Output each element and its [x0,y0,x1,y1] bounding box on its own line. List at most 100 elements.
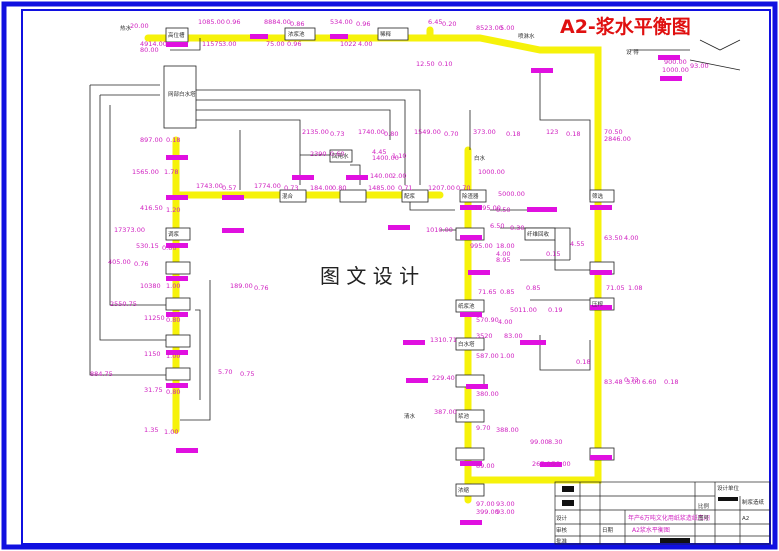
flow-label: 0.70 [456,184,470,192]
node-label: 浓浆池 [288,30,305,38]
flow-label: 0.20 [442,20,456,28]
flow-label: 4.00 [624,234,638,242]
flow-label: 0.10 [438,60,452,68]
flow-label: 1400.00 [372,154,399,162]
flow-label: 587.00 [476,352,499,360]
flow-label: 17373.00 [114,226,145,234]
flow-label: 8.95 [496,256,510,264]
flow-label: 184.00 [310,184,333,192]
flow-label: 0.96 [356,20,370,28]
flow-label: 897.00 [140,136,163,144]
flow-label: 884.75 [90,370,113,378]
flow-label: 93.00 [552,460,571,468]
legend-label: 设 得 [626,48,639,56]
flow-label: 1774.00 [254,182,281,190]
flow-label: 31.75 [144,386,163,394]
flow-label: 1743.00 [196,182,223,190]
flow-label: 4.45 [372,148,386,156]
flow-label: 0.96 [226,18,240,26]
flow-label: 70.50 [604,128,623,136]
flow-label: 4.55 [570,240,584,248]
flow-label: 3.00 [626,378,640,386]
flow-label: 0.73 [624,376,638,384]
flow-label: 11575 [202,40,223,48]
flow-label: 1.10 [392,152,406,160]
process-boxes [163,27,615,497]
flow-label: 1022 [340,40,357,48]
flow-label: 267.00 [532,460,555,468]
diagram-title: A2-浆水平衡图 [560,15,691,38]
flow-label: 71.05 [606,284,625,292]
flow-label: 1.20 [166,206,180,214]
flow-label: 10380 [140,282,161,290]
node-label: 浆池 [458,412,470,420]
flow-label: 123 [546,128,558,136]
flow-label: 20.00 [130,22,149,30]
node-label: 筛选 [592,192,604,200]
flow-label: 83.48 [604,378,623,386]
flow-label: 1740.00 [358,128,385,136]
title-block-text: 设计 审核 批准 日期 年产6万吨文化用纸浆造纸车间 A2浆水平衡图 比例 图号… [556,484,765,545]
flow-label: 0.18 [166,136,180,144]
node-label: 纤维回收 [527,230,550,238]
flow-label: 0.73 [284,184,298,192]
flow-label: 1000.00 [478,168,505,176]
flow-label: 2135.00 [302,128,329,136]
node-label: 白水 [474,154,486,162]
flow-label: 4914.00 [140,40,167,48]
flow-label: 1.00 [166,352,180,360]
flow-label: 83.00 [504,332,523,340]
flow-label: 0.71 [398,184,412,192]
legend: 设 得 900.00 93.00 1000.00 [626,48,709,74]
flow-label: 1.08 [628,284,642,292]
flow-label: 1085.00 [198,18,225,26]
tb-designer: 设计 [556,514,568,522]
flow-label: 4.00 [498,318,512,326]
flow-label: 9.70 [476,424,490,432]
flow-label: 0.80 [166,388,180,396]
flow-label: 1.78 [164,168,178,176]
flow-label: 0.18 [506,130,520,138]
flow-label: 97.00 [476,500,495,508]
flow-markers [166,34,682,525]
flow-label: 0.70 [444,130,458,138]
flow-label: 2.00 [392,172,406,180]
flow-label: 0.96 [287,40,301,48]
flow-label: 534.00 [330,18,353,26]
flow-label: 0.75 [240,370,254,378]
flow-label: 2846.00 [604,135,631,143]
node-label: 热水 [120,24,132,32]
flow-label: 1095.00 [474,204,501,212]
flow-label: 530.15 [136,242,159,250]
node-label: 网部白水塔 [168,90,196,98]
flow-label: 6.45 [428,18,442,26]
flow-label: 189.00 [230,282,253,290]
main-flow-lines [144,26,602,504]
flow-label: 0.76 [134,260,148,268]
node-label: 调浆 [168,230,180,238]
flow-label: 0.50 [496,206,510,214]
flow-label: 416.50 [140,204,163,212]
tb-org: 设计单位 [717,484,740,492]
flow-label: 63.50 [604,234,623,242]
tb-scale: 比例 [698,502,710,510]
flow-label: 5000.00 [498,190,525,198]
tb-approve: 批准 [556,537,568,545]
tb-date: 日期 [602,527,614,534]
process-lines [89,38,741,421]
flow-label: 1.00 [164,428,178,436]
tb-company: 年产6万吨文化用纸浆造纸车间 [628,514,710,522]
flow-label: 1565.00 [132,168,159,176]
flow-label: 0.86 [290,20,304,28]
flow-label: 93.00 [496,508,515,516]
flow-label: 0.60 [330,150,344,158]
flow-label: 89.00 [476,462,495,470]
flow-label: 71.65 [478,288,497,296]
tb-sheet-label: 图号 [698,514,710,522]
flow-label: 99.00 [530,438,549,446]
flow-label: 570.90 [476,316,499,324]
flow-label: 75.00 [266,40,285,48]
flow-label: 0.19 [548,306,562,314]
